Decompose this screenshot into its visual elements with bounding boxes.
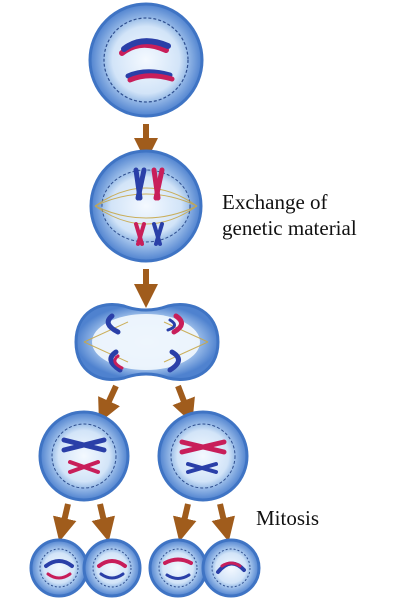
arrow-down-right-4b xyxy=(100,504,106,530)
cell-stage-5-1 xyxy=(31,540,87,596)
cell-stage-1 xyxy=(90,4,202,116)
arrow-down-right-3 xyxy=(178,386,188,412)
cell-stage-4-right xyxy=(159,412,247,500)
cell-stage-2 xyxy=(91,151,201,261)
mitosis-label: Mitosis xyxy=(256,505,319,531)
arrow-down-left-4a xyxy=(62,504,68,530)
arrow-down-right-4d xyxy=(220,504,226,530)
cell-stage-3-dividing xyxy=(76,305,218,380)
cell-stage-4-left xyxy=(40,412,128,500)
arrow-down-left-4c xyxy=(182,504,188,530)
cell-stage-5-2 xyxy=(84,540,140,596)
exchange-label-line-2: genetic material xyxy=(222,215,357,241)
exchange-label-line-1: Exchange of xyxy=(222,189,357,215)
cell-stage-5-4 xyxy=(203,540,259,596)
arrow-down-left-3 xyxy=(104,386,116,412)
exchange-genetic-material-label: Exchange of genetic material xyxy=(222,189,357,241)
cell-stage-5-3 xyxy=(150,540,206,596)
